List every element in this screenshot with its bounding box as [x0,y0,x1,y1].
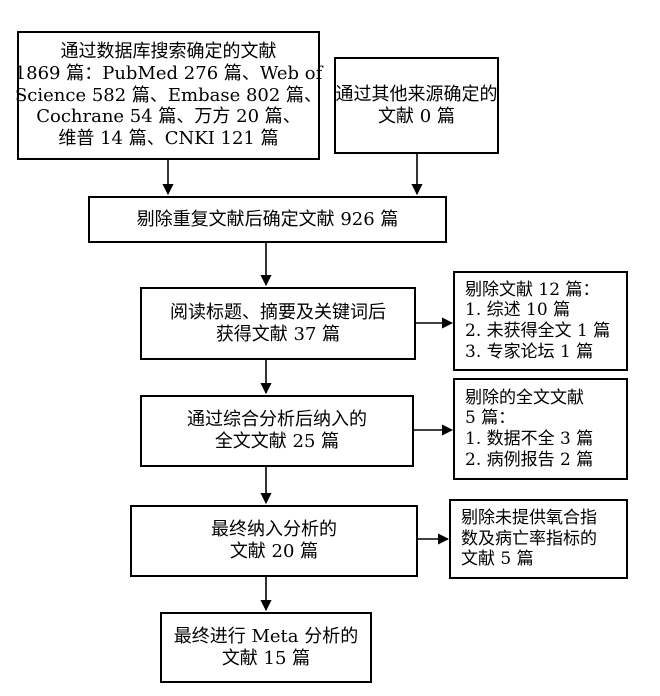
database-search-box: 通过数据库搜索确定的文献 1869 篇：PubMed 276 篇、Web of … [14,31,323,160]
box-line: 3. 专家论坛 1 篇 [465,341,594,362]
box-line: 1869 篇：PubMed 276 篇、Web of [14,62,323,84]
box-line: 5 篇： [465,408,516,429]
missing-indicator-exclusion-box: 剔除未提供氧合指 数及病亡率指标的 文献 5 篇 [449,499,628,579]
box-line: 文献 20 篇 [229,541,319,562]
box-line: 剔除重复文献后确定文献 926 篇 [136,208,399,230]
box-line: Cochrane 54 篇、万方 20 篇、 [36,106,301,128]
box-line: 获得文献 37 篇 [215,323,341,345]
fulltext-exclusion-box: 剔除的全文文献 5 篇： 1. 数据不全 3 篇 2. 病例报告 2 篇 [453,378,628,480]
box-line: 1. 综述 10 篇 [465,300,571,321]
title-abstract-screen-box: 阅读标题、摘要及关键词后 获得文献 37 篇 [140,287,416,360]
box-line: 通过其他来源确定的 [335,83,498,105]
dedup-box: 剔除重复文献后确定文献 926 篇 [88,196,447,243]
box-line: 文献 0 篇 [378,105,455,127]
box-line: 维普 14 篇、CNKI 121 篇 [58,128,279,150]
box-line: 数及病亡率指标的 [461,528,597,549]
box-line: 剔除未提供氧合指 [461,507,597,528]
box-line: Science 582 篇、Embase 802 篇、 [14,84,323,106]
box-line: 1. 数据不全 3 篇 [465,429,594,449]
box-line: 剔除的全文文献 [465,387,584,408]
box-line: 文献 5 篇 [461,549,534,570]
meta-analysis-box: 最终进行 Meta 分析的 文献 15 篇 [160,612,372,683]
box-line: 2. 未获得全文 1 篇 [465,321,611,341]
box-line: 2. 病例报告 2 篇 [465,449,594,470]
box-line: 阅读标题、摘要及关键词后 [170,301,386,323]
box-line: 通过数据库搜索确定的文献 [60,40,277,62]
box-line: 通过综合分析后纳入的 [187,409,367,431]
screen-exclusion-box: 剔除文献 12 篇： 1. 综述 10 篇 2. 未获得全文 1 篇 3. 专家… [453,271,628,371]
included-analysis-box: 最终纳入分析的 文献 20 篇 [130,505,418,577]
box-line: 文献 15 篇 [221,647,311,669]
box-line: 剔除文献 12 篇： [465,279,600,300]
box-line: 最终纳入分析的 [211,519,337,541]
box-line: 全文文献 25 篇 [214,431,340,452]
box-line: 最终进行 Meta 分析的 [173,625,359,647]
other-source-box: 通过其他来源确定的 文献 0 篇 [334,57,499,154]
fulltext-assessment-box: 通过综合分析后纳入的 全文文献 25 篇 [140,395,414,467]
